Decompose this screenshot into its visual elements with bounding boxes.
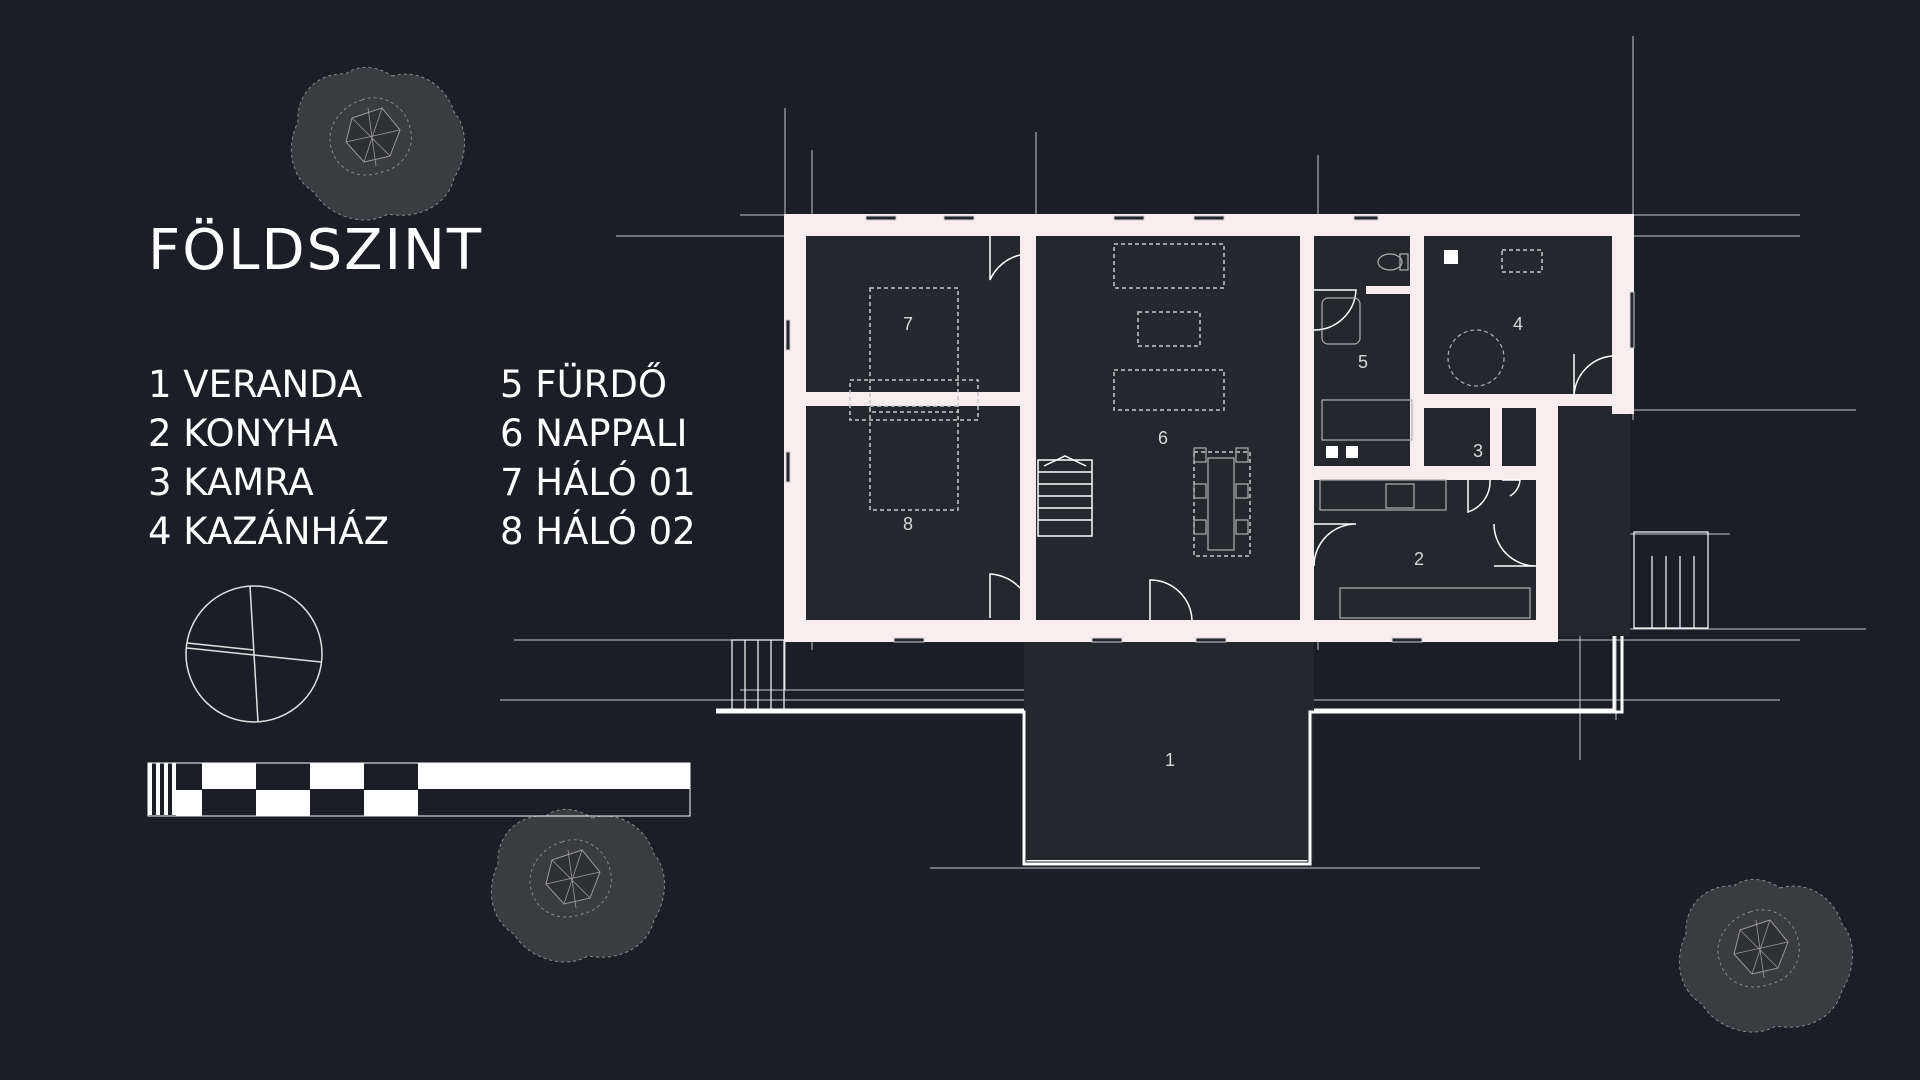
- legend-item: 5 FÜRDŐ: [500, 363, 667, 406]
- room-label: 7: [903, 314, 913, 334]
- scale-bar-icon: [147, 762, 691, 817]
- fixtures: [1326, 250, 1458, 458]
- tree-icon: [490, 808, 665, 963]
- furniture: [1193, 253, 1531, 619]
- veranda-rail: [716, 626, 1624, 866]
- legend-item: 6 NAPPALI: [500, 412, 688, 455]
- furniture: [849, 243, 1543, 557]
- house-floor: [788, 218, 1630, 636]
- room-label: 5: [1358, 352, 1368, 372]
- tree-icon: [1678, 878, 1853, 1033]
- legend-column-1: 1 VERANDA 2 KONYHA 3 KAMRA 4 KAZÁNHÁZ: [148, 360, 389, 556]
- veranda-floor: [1024, 640, 1314, 860]
- room-label: 3: [1473, 441, 1483, 461]
- room-label: 1: [1165, 750, 1175, 770]
- stair-icon: [1037, 455, 1093, 537]
- legend-column-2: 5 FÜRDŐ 6 NAPPALI 7 HÁLÓ 01 8 HÁLÓ 02: [500, 360, 696, 556]
- legend-item: 8 HÁLÓ 02: [500, 510, 696, 553]
- room-label: 2: [1414, 549, 1424, 569]
- walls: [784, 214, 1634, 642]
- tree-icon: [290, 66, 465, 221]
- room-label: 8: [903, 514, 913, 534]
- legend-item: 7 HÁLÓ 01: [500, 461, 696, 504]
- page-title: FÖLDSZINT: [148, 218, 484, 283]
- compass-icon: [185, 585, 323, 723]
- legend-item: 1 VERANDA: [148, 363, 363, 406]
- windows: [785, 215, 1635, 643]
- legend-item: 4 KAZÁNHÁZ: [148, 510, 390, 553]
- legend-item: 3 KAMRA: [148, 461, 314, 504]
- stair-icon: [731, 531, 1709, 711]
- room-label: 4: [1513, 314, 1523, 334]
- legend-item: 2 KONYHA: [148, 412, 339, 455]
- room-label: 6: [1158, 428, 1168, 448]
